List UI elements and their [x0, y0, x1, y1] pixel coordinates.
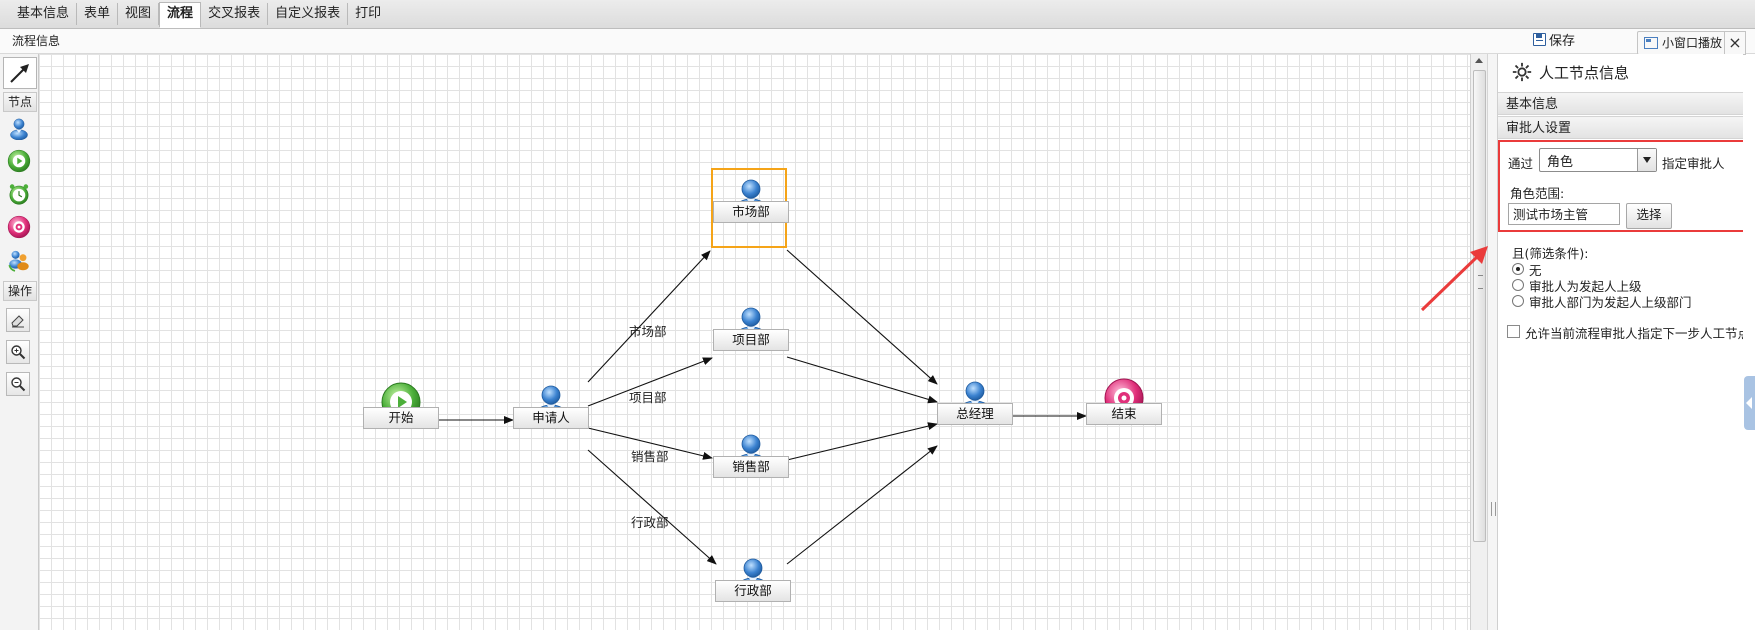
popout-label: 小窗口播放 [1662, 36, 1723, 50]
node-general-manager[interactable]: 总经理 [937, 377, 1013, 425]
edge-applicant-to-admin[interactable] [587, 449, 717, 565]
node-project[interactable]: 项目部 [713, 303, 789, 351]
popout-icon [1644, 37, 1658, 49]
palette-operations-section: 操作 [3, 281, 37, 301]
tab-custom-report[interactable]: 自定义报表 [268, 3, 349, 25]
tab-view[interactable]: 视图 [118, 3, 160, 25]
edge-sales-to-gm[interactable] [786, 422, 938, 461]
start-node-icon[interactable] [7, 149, 31, 173]
scroll-thumb[interactable] [1473, 70, 1486, 542]
node-label: 市场部 [713, 201, 789, 223]
node-label: 总经理 [937, 403, 1013, 425]
end-node-icon[interactable] [7, 215, 31, 239]
eraser-icon [11, 315, 24, 328]
scroll-up-icon[interactable] [1475, 58, 1483, 63]
filter-option-superior-dept: 审批人部门为发起人上级部门 [1529, 295, 1692, 310]
tab-form[interactable]: 表单 [77, 3, 119, 25]
allow-assign-checkbox[interactable] [1507, 325, 1520, 338]
tab-bar: 基本信息 表单 视图 流程 交叉报表 自定义报表 打印 [0, 0, 1755, 29]
timer-node-icon[interactable] [7, 182, 31, 206]
chevron-down-icon [1637, 149, 1656, 171]
tab-workflow[interactable]: 流程 [159, 2, 202, 28]
person-node-icon[interactable] [7, 116, 31, 140]
node-end[interactable]: 结束 [1086, 377, 1162, 425]
gear-icon [1512, 62, 1532, 82]
role-scope-input[interactable]: 测试市场主管 [1508, 203, 1620, 225]
filter-radio-none[interactable] [1512, 263, 1524, 275]
save-icon [1533, 33, 1546, 46]
via-label: 通过 [1508, 156, 1534, 171]
edge-applicant-to-sales[interactable] [587, 427, 713, 460]
edge-project-to-gm[interactable] [786, 356, 938, 404]
connection-layer [437, 249, 1087, 565]
zoom-out-icon [11, 377, 26, 392]
eraser-button[interactable] [6, 308, 30, 332]
node-label: 项目部 [713, 329, 789, 351]
palette-nodes-section: 节点 [3, 92, 37, 112]
splitter-grip-icon [1491, 502, 1496, 516]
tab-cross-report[interactable]: 交叉报表 [201, 3, 269, 25]
edge-label-sales: 销售部 [631, 449, 669, 464]
edge-applicant-to-project[interactable] [587, 357, 713, 407]
pointer-arrow-icon [10, 64, 29, 83]
node-label: 销售部 [713, 456, 789, 478]
workflow-info-title: 流程信息 [12, 34, 61, 48]
panel-header: 人工节点信息 [1498, 54, 1743, 90]
multi-person-node-icon[interactable] [7, 248, 31, 272]
filter-radio-superior[interactable] [1512, 279, 1524, 291]
role-scope-label: 角色范围: [1510, 186, 1565, 201]
node-market[interactable]: 市场部 [711, 168, 789, 248]
node-label: 行政部 [715, 580, 791, 602]
section-basic-info[interactable]: 基本信息 [1498, 92, 1743, 115]
node-applicant[interactable]: 申请人 [513, 381, 589, 429]
node-sales[interactable]: 销售部 [713, 430, 789, 478]
edge-applicant-to-market[interactable] [587, 250, 711, 383]
tab-basic-info[interactable]: 基本信息 [10, 3, 78, 25]
approver-type-select[interactable]: 角色 [1539, 148, 1657, 172]
filter-option-none: 无 [1529, 263, 1542, 278]
node-label: 申请人 [513, 407, 589, 429]
edge-label-market: 市场部 [629, 324, 667, 339]
tab-print[interactable]: 打印 [355, 6, 382, 21]
allow-assign-label: 允许当前流程审批人指定下一步人工节点审批人 [1525, 326, 1743, 341]
collapse-panel-tab[interactable] [1744, 376, 1755, 430]
canvas-scrollbar[interactable] [1470, 54, 1487, 630]
filter-option-superior: 审批人为发起人上级 [1529, 279, 1642, 294]
save-button[interactable]: 保存 [1533, 30, 1575, 49]
node-label: 开始 [363, 407, 439, 429]
pointer-tool[interactable] [3, 57, 37, 89]
annotation-highlight-box [1498, 140, 1743, 232]
approver-type-value: 角色 [1547, 155, 1574, 170]
assign-approver-label: 指定审批人 [1662, 156, 1725, 171]
workflow-header: 流程信息 保存 [0, 29, 1755, 54]
node-label: 结束 [1086, 403, 1162, 425]
section-approver-settings[interactable]: 审批人设置 [1498, 116, 1743, 139]
panel-splitter[interactable] [1487, 54, 1498, 630]
node-admin[interactable]: 行政部 [715, 554, 791, 602]
grip-icon [1478, 275, 1483, 289]
select-role-button[interactable]: 选择 [1626, 203, 1672, 229]
panel-title: 人工节点信息 [1539, 63, 1630, 82]
zoom-in-button[interactable] [6, 340, 30, 364]
zoom-out-button[interactable] [6, 372, 30, 396]
node-info-panel: 人工节点信息 基本信息 审批人设置 通过 角色 指定审批人 角色范围: 测试市场… [1497, 54, 1743, 630]
zoom-in-icon [11, 345, 26, 360]
filter-radio-superior-dept[interactable] [1512, 295, 1524, 307]
edge-admin-to-gm[interactable] [786, 445, 938, 565]
save-label: 保存 [1549, 34, 1576, 49]
node-start[interactable]: 开始 [363, 381, 439, 429]
popout-window-button[interactable]: 小窗口播放 [1637, 31, 1739, 55]
filter-condition-label: 且(筛选条件): [1512, 246, 1589, 261]
workflow-canvas[interactable]: 市场部 项目部 销售部 行政部 开始 申请人 市场部 项目部 销售部 行政部 总… [39, 54, 1470, 630]
edge-market-to-gm[interactable] [786, 249, 938, 385]
close-button[interactable]: × [1724, 31, 1746, 55]
edge-label-admin: 行政部 [631, 515, 669, 530]
edge-label-project: 项目部 [629, 390, 667, 405]
tool-palette: 节点 操作 [0, 54, 39, 630]
